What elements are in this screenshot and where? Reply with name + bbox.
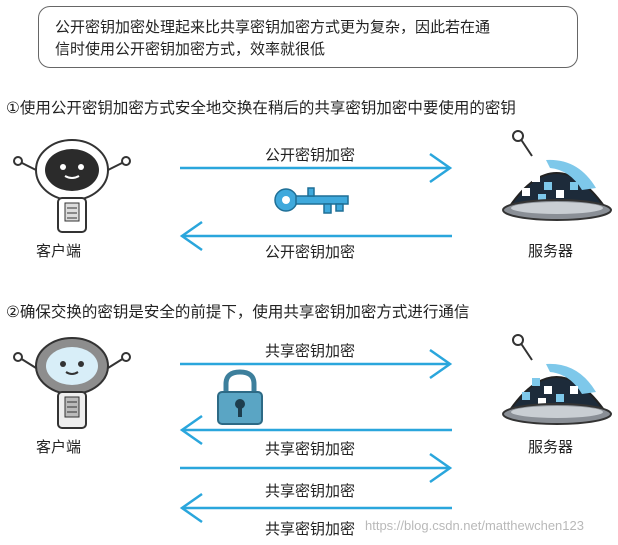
right-arrow-icon: [180, 452, 453, 484]
step1-arrow-top-label: 公开密钥加密: [264, 146, 355, 164]
right-arrow-icon: [180, 152, 453, 184]
step1-arrows: [179, 152, 453, 252]
step2-arrow-label-2: 共享密钥加密: [264, 440, 355, 458]
step2-client-label: 客户端: [36, 438, 82, 456]
step2-heading: ②确保交换的密钥是安全的前提下，使用共享密钥加密方式进行通信: [6, 303, 470, 321]
step2-arrow-label-1: 共享密钥加密: [264, 342, 355, 360]
client-robot-icon: [13, 139, 131, 233]
step1-heading: ①使用公开密钥加密方式安全地交换在稍后的共享密钥加密中要使用的密钥: [6, 99, 516, 117]
left-arrow-icon: [179, 414, 452, 446]
step2-arrows: [179, 348, 453, 524]
step1-arrow-bottom-label: 公开密钥加密: [264, 243, 355, 261]
left-arrow-icon: [179, 220, 452, 252]
client-robot-icon: [13, 337, 131, 429]
note-line-2: 信时使用公开密钥加密方式，效率就很低: [55, 40, 326, 58]
step2-arrow-label-4: 共享密钥加密: [264, 520, 355, 538]
watermark-text: https://blog.csdn.net/matthewchen123: [365, 518, 584, 533]
note-box: 公开密钥加密处理起来比共享密钥加密方式更为复杂，因此若在通 信时使用公开密钥加密…: [38, 6, 578, 68]
padlock-icon: [217, 369, 263, 425]
step2-arrow-label-3: 共享密钥加密: [264, 482, 355, 500]
server-robot-icon: [502, 130, 612, 221]
key-icon: [274, 187, 349, 214]
left-arrow-icon: [179, 492, 452, 524]
step1-server-label: 服务器: [528, 242, 574, 260]
step2-server-label: 服务器: [528, 438, 574, 456]
right-arrow-icon: [180, 348, 453, 380]
server-robot-icon: [502, 334, 612, 425]
step1-client-label: 客户端: [36, 242, 82, 260]
note-line-1: 公开密钥加密处理起来比共享密钥加密方式更为复杂，因此若在通: [55, 18, 491, 36]
